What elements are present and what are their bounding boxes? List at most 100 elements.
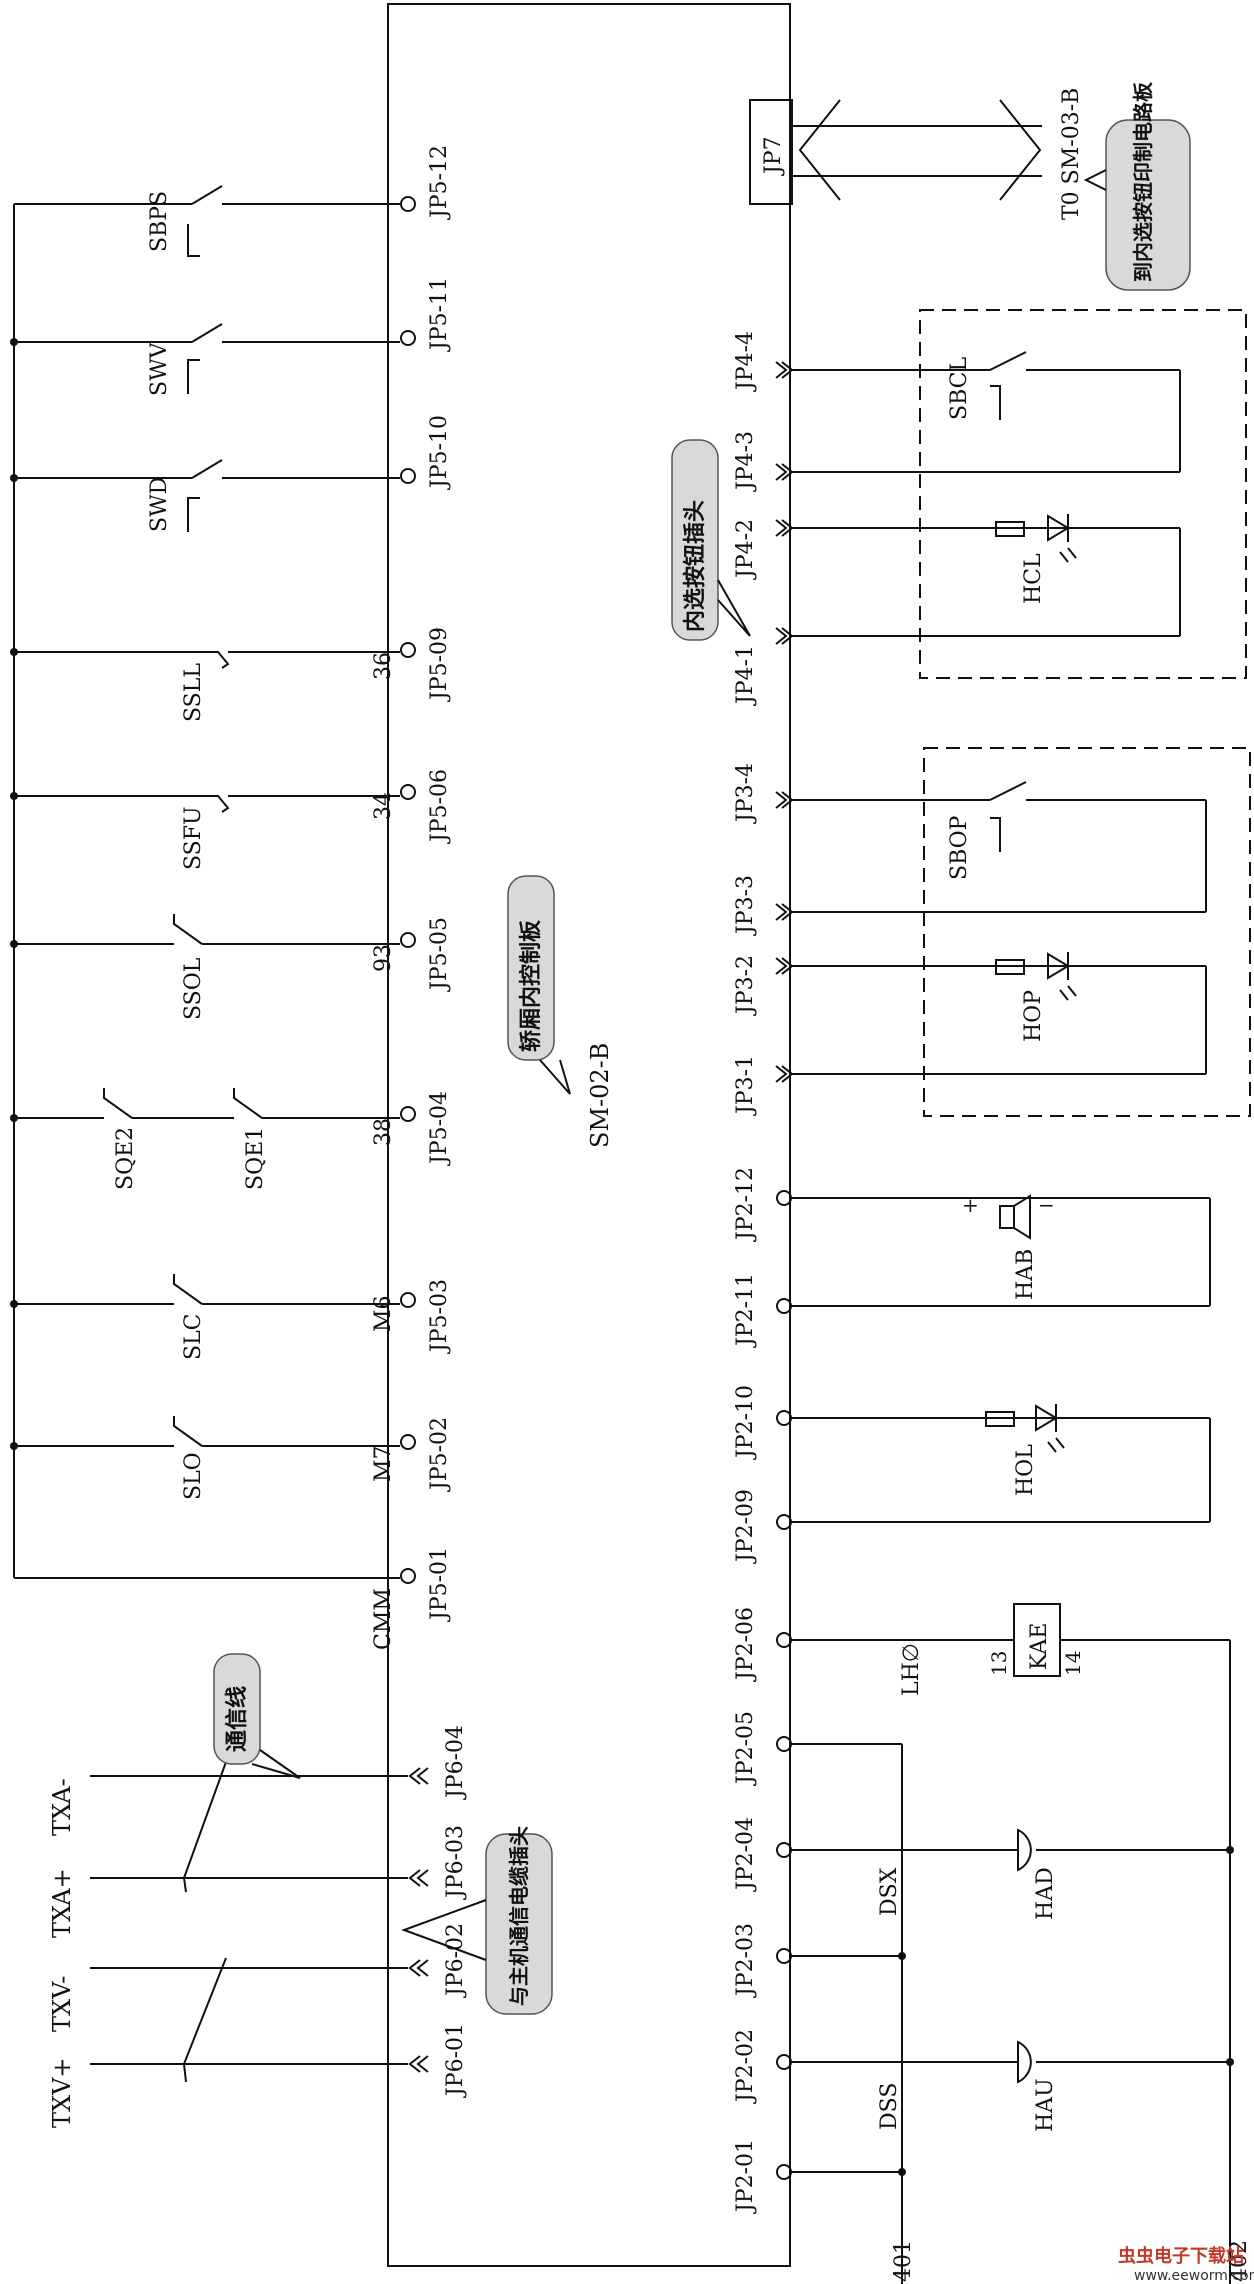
jp2-bells: DSX DSS HAD HAU 401 402	[790, 1743, 1252, 2282]
board-callout: 轿厢内控制板	[507, 875, 571, 1095]
wire-401-label: 401	[891, 2240, 916, 2282]
jp5-wire-label: 36	[371, 652, 396, 680]
svg-text:到内选按钮印制电路板: 到内选按钮印制电路板	[1131, 81, 1155, 282]
svg-text:通信线: 通信线	[224, 1686, 250, 1752]
jp4-pin-label: JP4-2	[733, 519, 758, 580]
jp5-wire-label: 38	[371, 1118, 396, 1146]
jp3-dashed-box	[923, 747, 1251, 1117]
jp6-signal-label: TXV-	[48, 1976, 76, 2032]
jp6-signal-label: TXV+	[48, 2057, 76, 2128]
wire-402-label: 402	[1227, 2240, 1252, 2282]
jp2-pin-label: JP2-02	[733, 2029, 758, 2104]
jp7-target-label: T0 SM-03-B	[1059, 88, 1084, 220]
jp2-relay-pin-a: 13	[987, 1651, 1011, 1676]
watermark-url: www.eeworm.com	[1134, 2268, 1254, 2284]
jp4-button-label: SBCL	[947, 357, 972, 420]
jp2-pin-label: JP2-03	[733, 1923, 758, 1998]
jp5-device-label: SSLL	[181, 663, 206, 722]
jp6-pin-label: JP6-03	[443, 1825, 468, 1900]
jp3-group: JP3-4 JP3-3 JP3-2 JP3-1 SBOP HOP	[733, 763, 1207, 1116]
jp5-device-label: SBPS	[147, 191, 172, 252]
jp3-pin-label: JP3-1	[733, 1055, 758, 1116]
jp2-dsx-label: DSX	[877, 1867, 902, 1916]
jp5-device-label: SSFU	[181, 806, 206, 870]
board-label: SM-02-B	[586, 1043, 614, 1148]
jp2-lamp-label: HOL	[1013, 1444, 1038, 1496]
jp2-lh-label: LH∅	[899, 1643, 924, 1696]
jp5-row-03: M6 JP5-03 SLC	[10, 1274, 452, 1360]
jp5-pin-label: JP5-04	[427, 1091, 452, 1166]
jp2-pin-label: JP2-06	[733, 1607, 758, 1682]
jp5-row-01: CMM JP5-01	[14, 1547, 452, 1650]
jp4-pin-label: JP4-4	[733, 331, 758, 392]
watermark-brand: 虫虫电子下载站	[1118, 2245, 1244, 2267]
jp5-pin-label: JP5-09	[427, 627, 452, 702]
jp2-buzzer: + − HAB	[790, 1193, 1211, 1307]
svg-text:内选按钮插头: 内选按钮插头	[682, 500, 708, 632]
jp3-pin-label: JP3-4	[733, 763, 758, 824]
jp4-pin-label: JP4-3	[733, 431, 758, 492]
jp3-lamp-label: HOP	[1021, 990, 1046, 1042]
svg-text:轿厢内控制板: 轿厢内控制板	[518, 919, 544, 1052]
control-board	[387, 3, 791, 2267]
jp2-dss-label: DSS	[877, 2083, 902, 2130]
svg-text:JP7: JP7	[761, 136, 786, 176]
jp5-pin-label: JP5-01	[427, 1547, 452, 1622]
jp6-pin-label: JP6-02	[443, 1923, 468, 1998]
jp5-pin-label: JP5-05	[427, 917, 452, 992]
jp2-pin-label: JP2-11	[733, 1273, 758, 1348]
jp5-pin-label: JP5-12	[427, 145, 452, 220]
jp2-pin-label: JP2-04	[733, 1817, 758, 1892]
jp5-pin-label: JP5-06	[427, 769, 452, 844]
jp5-wire-label: 93	[371, 944, 396, 972]
jp5-row-11: JP5-11 SWV	[10, 277, 452, 396]
jp5-wire-label: 34	[371, 792, 396, 820]
jp4-callout: 内选按钮插头	[671, 439, 751, 641]
jp3-pin-label: JP3-3	[733, 875, 758, 936]
watermark: 虫虫电子下载站 www.eeworm.com	[1118, 2245, 1254, 2284]
jp2-pins: JP2-12 JP2-11 JP2-10 JP2-09 JP2-06 JP2-0…	[733, 1167, 792, 2214]
jp3-button-label: SBOP	[947, 815, 972, 880]
jp7-connector: JP7 T0 SM-03-B	[749, 88, 1084, 220]
jp2-relay-kae: KAE 13 14 LH∅	[790, 1603, 1230, 1696]
jp5-row-10: JP5-10 SWD	[10, 415, 452, 532]
jp5-pin-label: JP5-11	[427, 277, 452, 352]
jp5-device2-label: SQE2	[113, 1127, 138, 1190]
jp2-relay-label: KAE	[1027, 1623, 1052, 1671]
jp5-device-label: SLO	[181, 1452, 206, 1500]
jp5-wire-label: M6	[371, 1295, 396, 1332]
jp5-device-label: SSOL	[181, 957, 206, 1020]
jp2-bell-up-label: HAU	[1033, 2078, 1058, 2132]
jp6-pin-label: JP6-04	[443, 1725, 468, 1800]
jp5-wire-label: CMM	[371, 1588, 396, 1650]
jp2-pin-label: JP2-09	[733, 1489, 758, 1564]
jp5-device-label: SWV	[147, 341, 172, 396]
jp5-pin-label: JP5-03	[427, 1279, 452, 1354]
jp2-bell-down-label: HAD	[1033, 1867, 1058, 1920]
svg-text:与主机通信电缆插头: 与主机通信电缆插头	[507, 1826, 531, 2006]
jp5-wire-label: M7	[371, 1445, 396, 1482]
jp3-pin-label: JP3-2	[733, 955, 758, 1016]
jp4-dashed-box	[919, 309, 1247, 679]
jp5-device-label: SWD	[147, 477, 172, 532]
jp5-row-02: M7 JP5-02 SLO	[10, 1416, 452, 1500]
jp5-row-04: 38 JP5-04 SQE1 SQE2	[10, 1088, 452, 1190]
jp5-pin-label: JP5-02	[427, 1417, 452, 1492]
jp4-group: JP4-4 JP4-3 JP4-2 JP4-1 SBCL HCL	[733, 331, 1181, 706]
jp2-pin-label: JP2-05	[733, 1711, 758, 1786]
jp2-pin-label: JP2-10	[733, 1385, 758, 1460]
jp5-device-label: SLC	[181, 1313, 206, 1360]
jp6-pin-label: JP6-01	[443, 2023, 468, 2098]
jp5-pin-label: JP5-10	[427, 415, 452, 490]
jp2-pin-label: JP2-12	[733, 1167, 758, 1242]
jp5-row-12: JP5-12 SBPS	[14, 145, 452, 257]
jp2-relay-pin-b: 14	[1061, 1651, 1085, 1676]
jp6-signal-label: TXA-	[48, 1778, 76, 1836]
jp7-callout: 到内选按钮印制电路板	[1083, 81, 1191, 291]
jp4-lamp-label: HCL	[1021, 553, 1046, 604]
jp2-buzzer-label: HAB	[1013, 1249, 1038, 1300]
jp5-row-06: 34 JP5-06 SSFU	[10, 769, 452, 870]
jp2-lamp-hol: HOL	[790, 1404, 1211, 1523]
jp5-device-label: SQE1	[243, 1127, 268, 1190]
